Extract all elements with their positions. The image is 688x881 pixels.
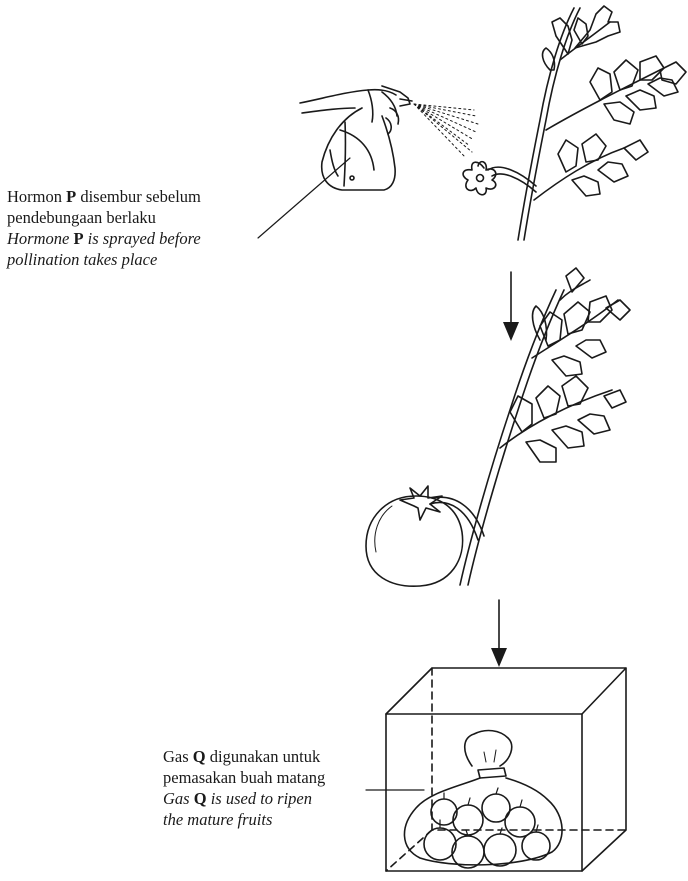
label-p-english-line-1: Hormone P is sprayed before (7, 228, 201, 249)
label-q-english-line-1: Gas Q is used to ripen (163, 788, 325, 809)
label-p-malay-line-2: pendebungaan berlaku (7, 207, 201, 228)
label-gas-q: Gas Q digunakan untuk pemasakan buah mat… (163, 746, 325, 830)
plant-with-flower (463, 6, 686, 240)
label-p-leader-line (258, 158, 350, 238)
plant-with-tomato (366, 268, 630, 586)
label-q-malay-line-2: pemasakan buah matang (163, 767, 325, 788)
label-q-malay-line-1: Gas Q digunakan untuk (163, 746, 325, 767)
spray-mist (414, 104, 478, 158)
arrow-head-1 (503, 322, 519, 341)
arrow-head-2 (491, 648, 507, 667)
label-p-english-line-2: pollination takes place (7, 249, 201, 270)
ripening-box (386, 668, 626, 871)
spray-bottle-with-hand (300, 86, 412, 190)
label-hormone-p: Hormon P disembur sebelum pendebungaan b… (7, 186, 201, 270)
bag-of-tomatoes (404, 731, 562, 868)
label-q-english-line-2: the mature fruits (163, 809, 325, 830)
label-p-malay-line-1: Hormon P disembur sebelum (7, 186, 201, 207)
